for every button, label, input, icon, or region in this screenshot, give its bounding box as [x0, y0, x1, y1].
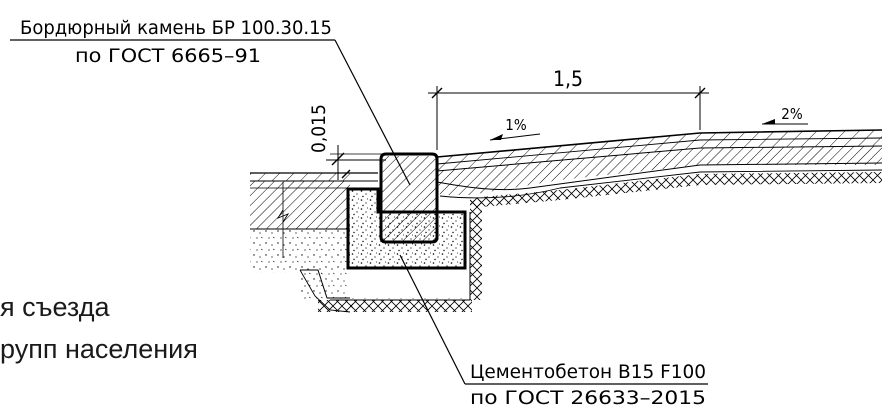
- caption-line1: я съезда: [0, 292, 110, 322]
- height-dimension-label: 0,015: [308, 104, 330, 153]
- concrete-callout-line1: Цементобетон В15 F100: [470, 361, 706, 383]
- width-dimension-label: 1,5: [553, 67, 583, 91]
- ramp-slope-marker: [489, 133, 541, 141]
- road-slope-label: 2%: [781, 105, 803, 123]
- concrete-callout-leader: [399, 254, 708, 385]
- concrete-callout-line2: по ГОСТ 26633–2015: [470, 387, 706, 409]
- curb-stone: [379, 152, 439, 244]
- width-dimension: [428, 86, 709, 150]
- caption-line2: рупп населения: [0, 334, 198, 364]
- curb-callout-line2: по ГОСТ 6665–91: [75, 45, 261, 67]
- soil-hatching: [350, 200, 482, 312]
- left-dimension-ticks: [276, 182, 290, 258]
- ramp-layers: [436, 129, 882, 208]
- road-slope-marker: [762, 119, 808, 125]
- curb-callout-line1: Бордюрный камень БР 100.30.15: [20, 17, 332, 39]
- height-dimension: [326, 145, 390, 180]
- left-pavement-layers: [250, 172, 378, 313]
- ramp-slope-label: 1%: [505, 116, 527, 134]
- curb-callout-leader: [10, 39, 411, 186]
